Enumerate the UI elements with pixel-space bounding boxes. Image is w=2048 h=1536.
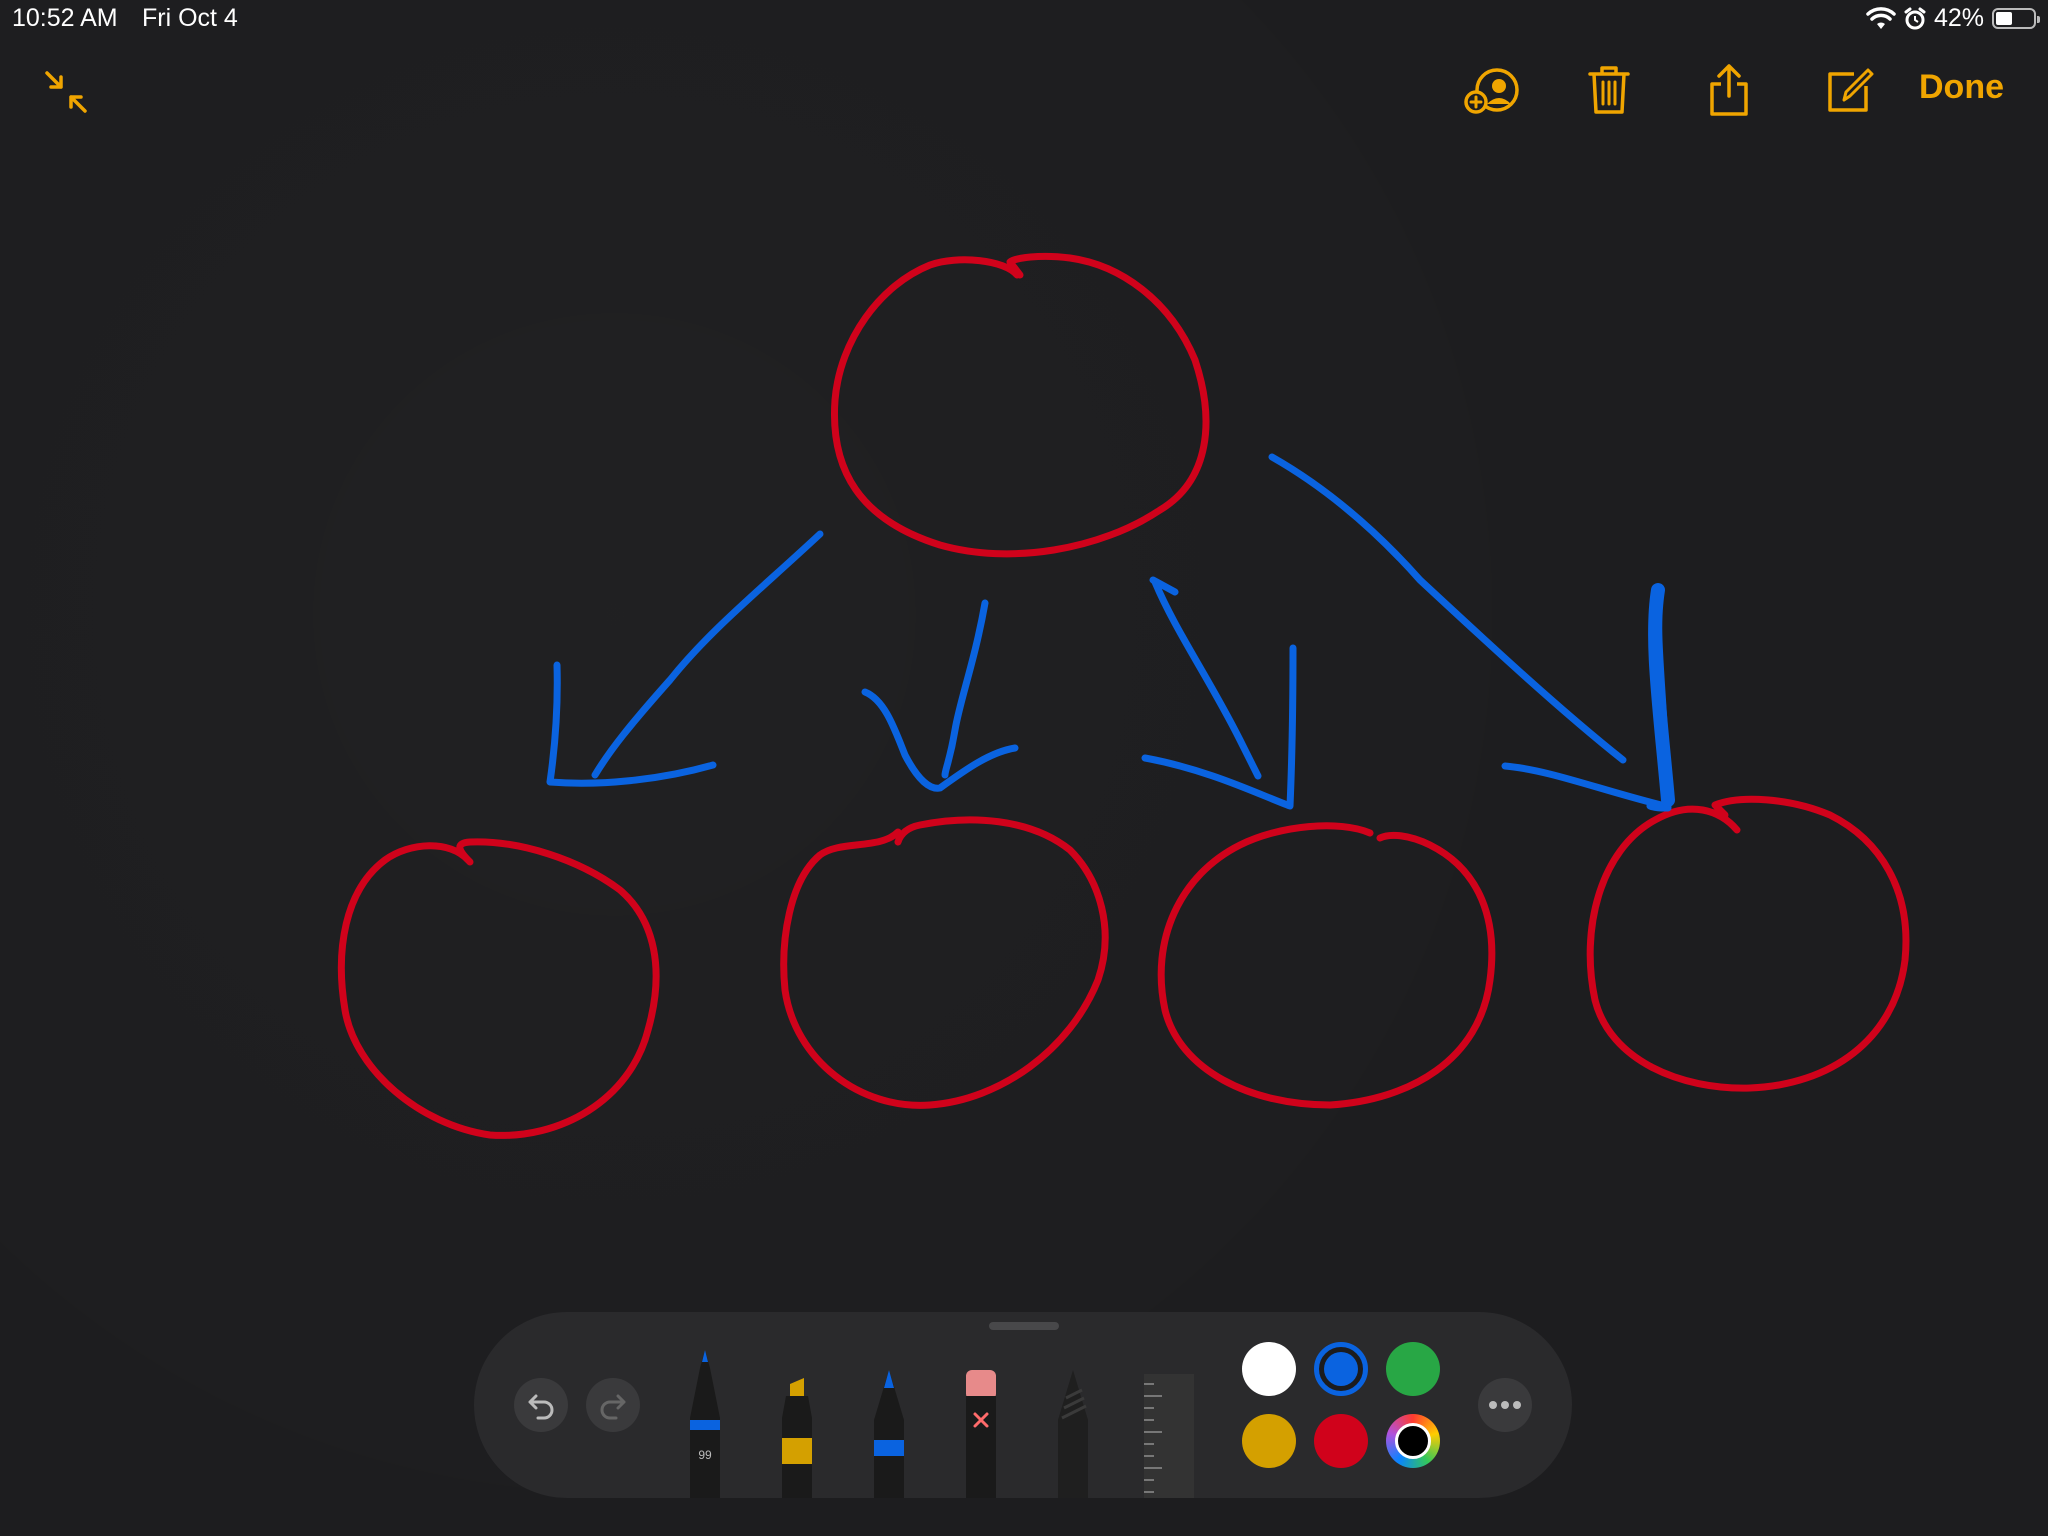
collapse-icon — [45, 71, 87, 113]
compose-icon — [1828, 68, 1874, 112]
arrow-4 — [1268, 453, 1672, 812]
ruler-tool[interactable] — [1142, 1374, 1194, 1498]
crayon-icon — [1058, 1370, 1088, 1498]
compose-button[interactable] — [1822, 62, 1876, 118]
bottom-circle-2 — [780, 816, 1109, 1109]
collapse-button[interactable] — [40, 66, 92, 118]
bottom-circle-4 — [1586, 795, 1910, 1092]
delete-button[interactable] — [1584, 62, 1634, 118]
top-circle — [830, 252, 1210, 558]
arrow-3 — [1141, 576, 1297, 810]
color-swatch-green[interactable] — [1386, 1342, 1440, 1396]
arrow-4-thick — [1648, 583, 1675, 807]
red-circles — [337, 252, 1910, 1139]
blue-arrows — [546, 453, 1675, 812]
add-collaborator-icon — [1464, 68, 1519, 114]
done-button[interactable]: Done — [1919, 68, 2004, 106]
alarm-icon — [1904, 7, 1926, 29]
pencil-tool[interactable] — [872, 1370, 906, 1498]
ruler-icon — [1144, 1374, 1194, 1498]
pen-icon — [690, 1350, 720, 1498]
add-collaborator-button[interactable] — [1462, 64, 1522, 118]
more-icon — [1489, 1401, 1521, 1409]
share-icon — [1710, 64, 1748, 116]
color-swatch-white[interactable] — [1242, 1342, 1296, 1396]
redo-button[interactable] — [586, 1378, 640, 1432]
color-swatch-red[interactable] — [1314, 1414, 1368, 1468]
eraser-tool[interactable] — [964, 1370, 998, 1498]
pen-tool[interactable]: 99 — [688, 1348, 722, 1498]
battery-icon — [1992, 8, 2040, 29]
status-bar: 10:52 AM Fri Oct 4 42% — [0, 0, 2048, 40]
bottom-circle-1 — [337, 838, 660, 1139]
color-swatch-blue[interactable] — [1314, 1342, 1368, 1396]
battery-percent: 42% — [1933, 4, 1984, 32]
arrow-2 — [861, 599, 1019, 792]
bottom-circle-3 — [1157, 822, 1496, 1109]
color-swatch-yellow[interactable] — [1242, 1414, 1296, 1468]
tool-palette: 99 — [474, 1312, 1572, 1498]
color-picker-wheel[interactable] — [1386, 1414, 1440, 1468]
status-time: 10:52 AM — [12, 4, 118, 32]
wifi-icon — [1866, 6, 1896, 29]
palette-grabber[interactable] — [989, 1322, 1059, 1330]
marker-icon — [782, 1378, 812, 1498]
status-indicators: 42% — [1866, 4, 2040, 33]
arrow-1 — [546, 530, 824, 787]
pen-width-label: 99 — [698, 1448, 712, 1462]
crayon-tool[interactable] — [1056, 1370, 1090, 1498]
trash-icon — [1588, 66, 1630, 114]
share-button[interactable] — [1704, 60, 1754, 120]
marker-tool[interactable] — [780, 1378, 814, 1498]
more-options-button[interactable] — [1478, 1378, 1532, 1432]
pencil-icon — [874, 1370, 904, 1498]
redo-icon — [600, 1394, 626, 1420]
undo-icon — [528, 1394, 554, 1420]
eraser-icon — [966, 1370, 996, 1498]
undo-button[interactable] — [514, 1378, 568, 1432]
status-date: Fri Oct 4 — [142, 4, 238, 32]
